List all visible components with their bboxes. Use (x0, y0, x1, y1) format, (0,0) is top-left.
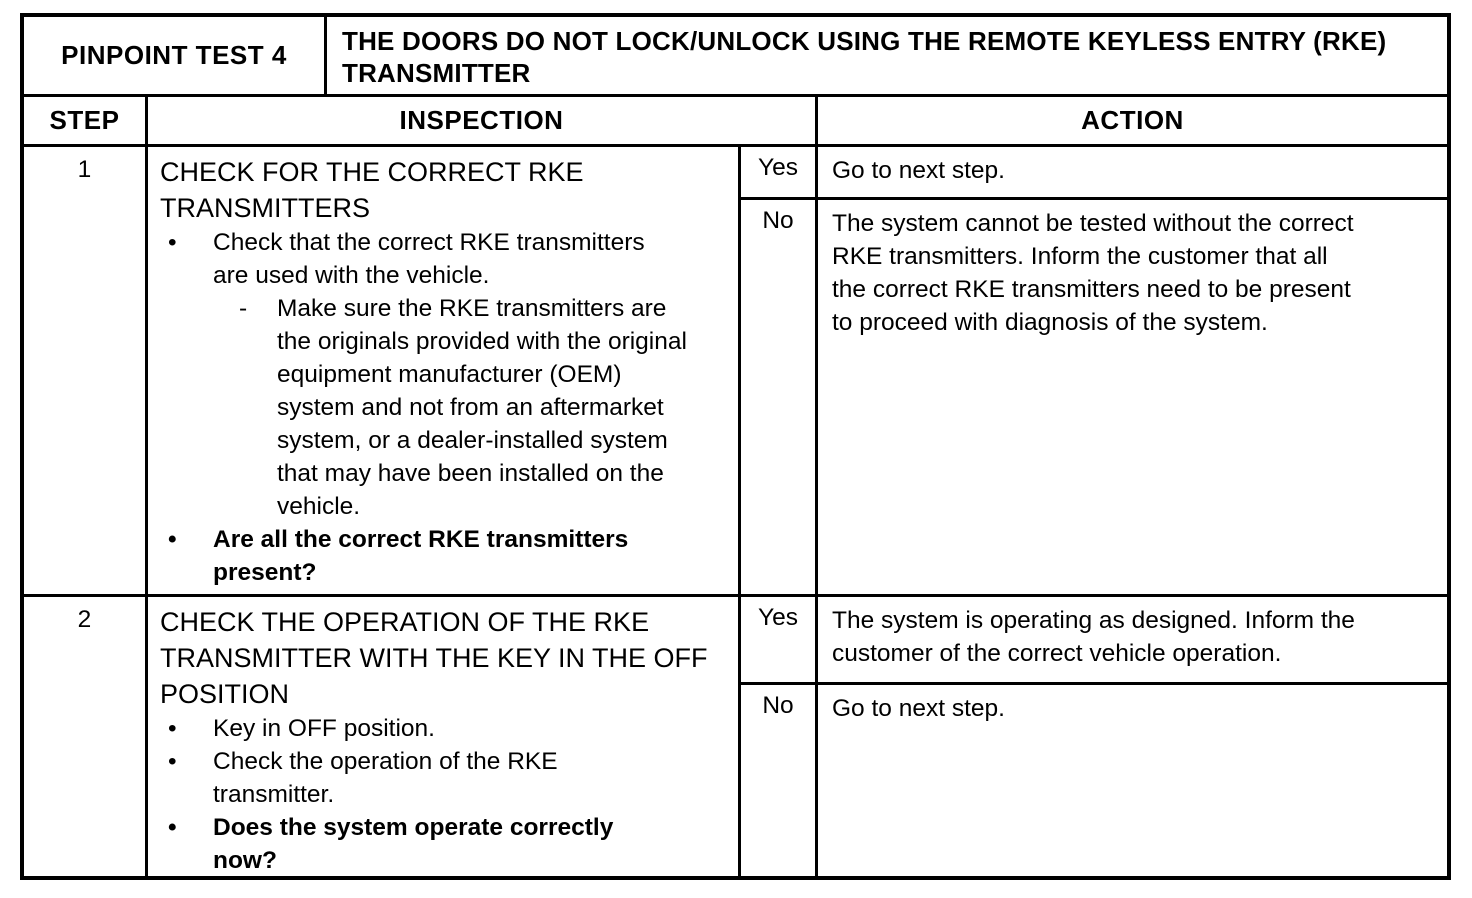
step-number: 2 (24, 597, 148, 877)
inspection-question-text: Does the system operate correctly now? (213, 814, 614, 874)
result-answer: Yes (741, 147, 818, 197)
test-label: PINPOINT TEST 4 (24, 17, 327, 94)
inspection-item: • Check that the correct RKE transmitters… (160, 226, 726, 292)
result-answer: No (741, 685, 818, 877)
result-row-no: No Go to next step. (741, 682, 1447, 877)
inspection-question-text: Are all the correct RKE transmitters pre… (213, 526, 629, 586)
inspection-item: • Key in OFF position. (160, 712, 726, 745)
inspection-cell: CHECK FOR THE CORRECT RKE TRANSMITTERS •… (148, 147, 741, 594)
inspection-heading: CHECK FOR THE CORRECT RKE TRANSMITTERS (160, 157, 584, 223)
inspection-cell: CHECK THE OPERATION OF THE RKE TRANSMITT… (148, 597, 741, 877)
step-number: 1 (24, 147, 148, 594)
inspection-question-item: • Are all the correct RKE transmitters pr… (160, 523, 726, 589)
inspection-item-text: Key in OFF position. (213, 715, 435, 742)
result-answer: Yes (741, 597, 818, 682)
dash-icon: - (239, 295, 248, 322)
result-action: Go to next step. (832, 157, 1005, 184)
inspection-item-text: Check the operation of the RKE transmitt… (213, 748, 558, 808)
inspection-subitem-text: Make sure the RKE transmitters are the o… (277, 295, 687, 520)
step-row-1: 1 CHECK FOR THE CORRECT RKE TRANSMITTERS… (24, 147, 1447, 597)
bullet-icon: • (168, 814, 177, 841)
result-row-yes: Yes The system is operating as designed.… (741, 597, 1447, 682)
inspection-heading: CHECK THE OPERATION OF THE RKE TRANSMITT… (160, 607, 708, 709)
result-action: The system cannot be tested without the … (832, 210, 1354, 336)
result-row-no: No The system cannot be tested without t… (741, 197, 1447, 594)
bullet-icon: • (168, 748, 177, 775)
table-title-row: PINPOINT TEST 4 THE DOORS DO NOT LOCK/UN… (24, 17, 1447, 97)
results-cell: Yes Go to next step. No The system canno… (741, 147, 1447, 594)
result-action: The system is operating as designed. Inf… (832, 607, 1355, 667)
column-header-action: ACTION (1081, 105, 1184, 135)
inspection-item: • Check the operation of the RKE transmit… (160, 745, 726, 811)
step-row-2: 2 CHECK THE OPERATION OF THE RKE TRANSMI… (24, 597, 1447, 877)
bullet-icon: • (168, 526, 177, 553)
column-header-inspection: INSPECTION (148, 97, 818, 144)
pinpoint-test-table: PINPOINT TEST 4 THE DOORS DO NOT LOCK/UN… (20, 13, 1451, 880)
results-cell: Yes The system is operating as designed.… (741, 597, 1447, 877)
result-answer: No (741, 200, 818, 594)
bullet-icon: • (168, 229, 177, 256)
bullet-icon: • (168, 715, 177, 742)
column-header-row: STEP INSPECTION ACTION (24, 97, 1447, 147)
result-row-yes: Yes Go to next step. (741, 147, 1447, 197)
inspection-item-text: Check that the correct RKE transmitters … (213, 229, 645, 289)
inspection-subitem: - Make sure the RKE transmitters are the … (160, 292, 726, 523)
result-action: Go to next step. (832, 695, 1005, 722)
column-header-step: STEP (24, 97, 148, 144)
inspection-question-item: • Does the system operate correctly now? (160, 811, 726, 877)
test-title: THE DOORS DO NOT LOCK/UNLOCK USING THE R… (342, 25, 1387, 88)
